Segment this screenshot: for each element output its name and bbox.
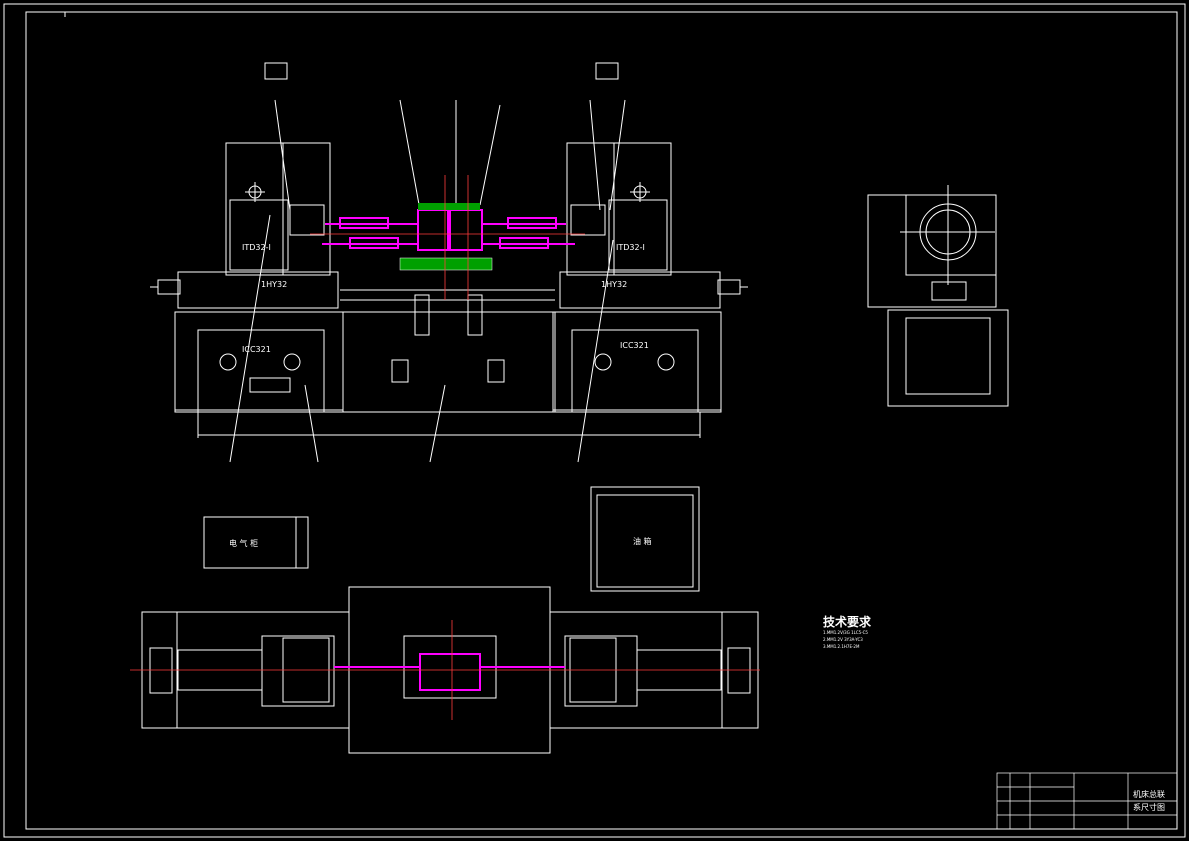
- tech-req-line-3: 3.MM1.2.1H7E-2M: [823, 644, 860, 649]
- left-base: [174, 311, 344, 413]
- fixture-hatch: [399, 257, 493, 271]
- left-motor-housing: [225, 142, 331, 276]
- oil-tank-label: 油 箱: [633, 536, 652, 546]
- right-slide-unit: [559, 271, 721, 309]
- plan-center-lines: [130, 620, 760, 720]
- right-slide-label: 1HY32: [601, 280, 627, 289]
- left-head-label: ITD32-I: [242, 243, 271, 252]
- tech-req-line-1: 1.MM1.2V/3G 1LC5-C5: [823, 630, 868, 635]
- front-elevation-view: [150, 62, 748, 463]
- side-elevation-view: [867, 185, 1009, 407]
- right-motor-housing: [566, 142, 672, 276]
- oil-tank: [590, 486, 700, 592]
- plan-fixture: [334, 653, 565, 691]
- title-block-name-2: 系尺寸图: [1133, 802, 1165, 812]
- right-base-label: ICC321: [620, 341, 649, 350]
- electrical-cabinet: [203, 516, 309, 569]
- center-lines: [310, 175, 585, 300]
- title-block: [996, 772, 1178, 830]
- center-fixture: [322, 209, 575, 251]
- left-base-label: ICC321: [242, 345, 271, 354]
- drawing-frame: [3, 3, 1186, 838]
- electrical-cabinet-label: 电 气 柜: [229, 538, 258, 548]
- left-slide-label: 1HY32: [261, 280, 287, 289]
- title-block-name-1: 机床总联: [1133, 789, 1165, 799]
- center-base: [342, 311, 556, 413]
- tech-requirements-title: 技术要求: [823, 614, 872, 629]
- right-head-label: ITD32-I: [616, 243, 645, 252]
- tech-req-line-2: 2.MM1.2V 3Y3A-YC3: [823, 637, 863, 642]
- left-slide-unit: [177, 271, 339, 309]
- right-base: [552, 311, 722, 413]
